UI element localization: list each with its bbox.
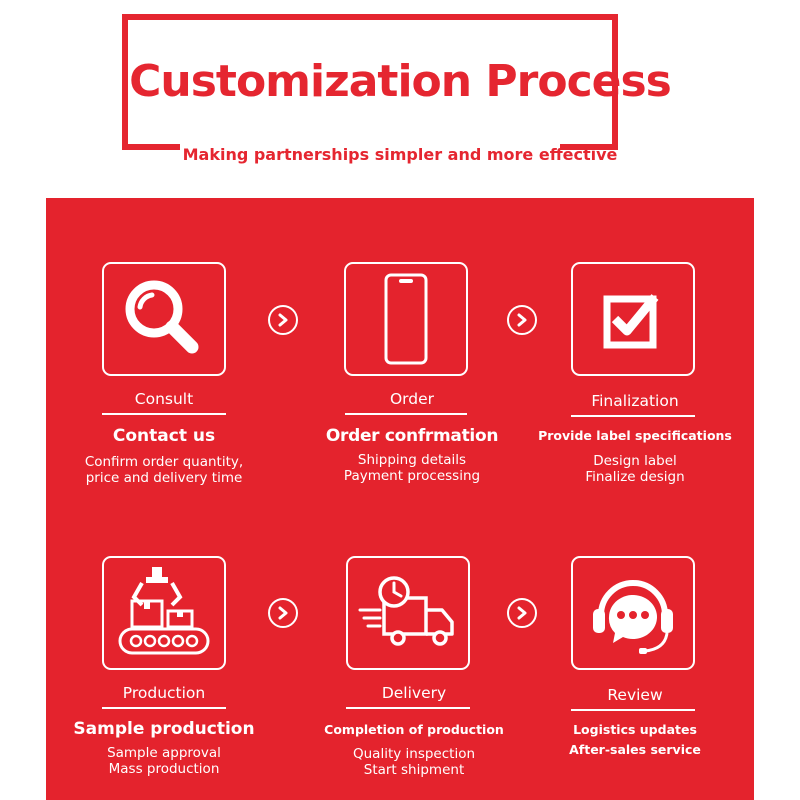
step-heading: Sample production — [73, 719, 255, 739]
step-icon-card — [571, 556, 695, 670]
step-icon-card — [102, 262, 226, 376]
step-desc-line: Finalize design — [585, 469, 685, 485]
chevron-right-icon — [278, 606, 288, 620]
step-heading: Contact us — [112, 426, 216, 446]
process-panel: Consult Contact us Confirm order quantit… — [46, 198, 754, 800]
step-desc-line: Mass production — [108, 761, 220, 777]
page-title: Customization Process — [129, 56, 672, 107]
label-underline — [345, 413, 467, 415]
step-icon-card — [571, 262, 695, 376]
step-desc-line: Payment processing — [343, 468, 481, 484]
step-heading: Order confrmation — [325, 426, 499, 446]
step-label: Finalization — [591, 392, 679, 410]
step-desc-line: Design label — [593, 453, 677, 469]
chevron-right-icon — [517, 313, 527, 327]
step-desc-line: price and delivery time — [85, 470, 243, 486]
smartphone-icon — [384, 273, 428, 365]
step-desc-line: Confirm order quantity, — [84, 454, 244, 470]
step-heading: Provide label specifications — [538, 428, 732, 443]
magnifier-icon — [125, 280, 199, 354]
step-label: Order — [389, 390, 435, 408]
delivery-truck-icon — [358, 576, 454, 646]
next-arrow — [507, 598, 537, 628]
step-desc-line: Shipping details — [357, 452, 467, 468]
step-icon-card — [344, 262, 468, 376]
label-underline — [102, 707, 226, 709]
step-desc-line: Start shipment — [363, 762, 465, 778]
step-icon-card — [102, 556, 226, 670]
next-arrow — [268, 598, 298, 628]
label-underline — [102, 413, 226, 415]
step-desc-line: Quality inspection — [352, 746, 476, 762]
chevron-right-icon — [517, 606, 527, 620]
page-subtitle: Making partnerships simpler and more eff… — [182, 145, 618, 164]
next-arrow — [507, 305, 537, 335]
customer-service-icon — [593, 580, 673, 654]
step-heading: Logistics updates — [573, 722, 697, 737]
step-heading: Completion of production — [324, 722, 504, 737]
label-underline — [346, 707, 470, 709]
step-desc-line: Sample approval — [107, 745, 221, 761]
step-label: Consult — [134, 390, 194, 408]
assembly-line-icon — [118, 567, 210, 655]
step-label: Review — [607, 686, 663, 704]
label-underline — [571, 415, 695, 417]
checkbox-icon — [603, 294, 659, 349]
next-arrow — [268, 305, 298, 335]
chevron-right-icon — [278, 313, 288, 327]
title-frame — [122, 14, 618, 150]
step-label: Production — [122, 684, 206, 702]
step-label: Delivery — [381, 684, 447, 702]
step-desc-line: After-sales service — [569, 742, 701, 757]
step-icon-card — [346, 556, 470, 670]
label-underline — [571, 709, 695, 711]
